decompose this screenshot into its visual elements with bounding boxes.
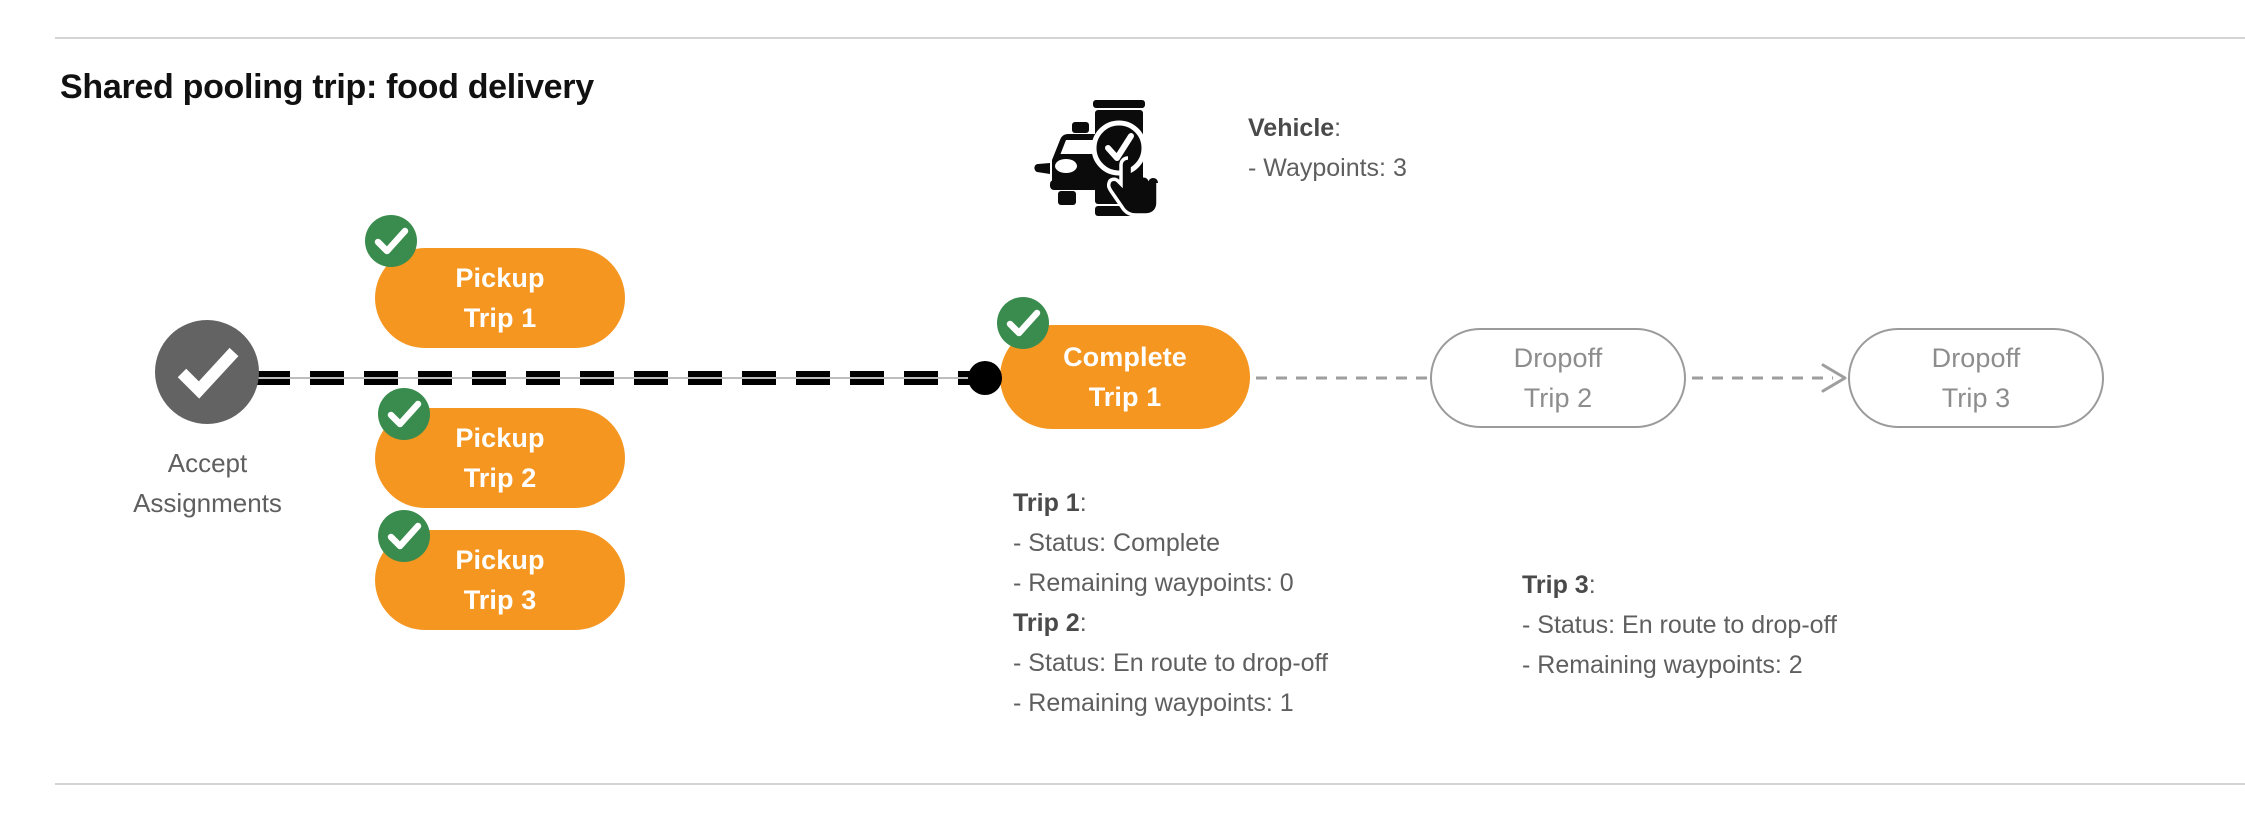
- check-glyph: [1006, 309, 1041, 337]
- node-label-line2: Trip 1: [1088, 382, 1162, 412]
- vehicle-info-line: - Waypoints: 3: [1248, 154, 1407, 182]
- trip2-heading-text: Trip 2: [1013, 609, 1080, 637]
- trip3-waypoints-line: - Remaining waypoints: 2: [1522, 651, 1803, 679]
- check-glyph: [374, 227, 409, 255]
- check-badge-icon-pickup-3: [378, 510, 430, 562]
- vehicle-heading-suffix: :: [1334, 114, 1342, 142]
- page-title: Shared pooling trip: food delivery: [60, 68, 594, 106]
- node-label-line1: Pickup: [455, 263, 545, 293]
- accept-label-line2: Assignments: [133, 488, 282, 518]
- trip3-heading-text: Trip 3: [1522, 571, 1589, 599]
- check-badge-icon-pickup-2: [378, 388, 430, 440]
- node-label-line2: Trip 2: [1523, 383, 1593, 413]
- check-glyph: [387, 400, 422, 428]
- check-glyph: [387, 522, 422, 550]
- trip-info-left-column: Trip 1: - Status: Complete - Remaining w…: [1013, 483, 1328, 723]
- node-pickup-trip-1[interactable]: Pickup Trip 1: [375, 248, 625, 348]
- check-badge-icon-complete-trip-1: [997, 297, 1049, 349]
- trip3-heading-suffix: :: [1588, 571, 1596, 599]
- bottom-divider: [55, 783, 2245, 785]
- trip2-waypoints-line: - Remaining waypoints: 1: [1013, 689, 1294, 717]
- node-label-line2: Trip 2: [463, 463, 537, 493]
- accept-assignments-label: Accept Assignments: [105, 443, 310, 523]
- node-complete-trip-1[interactable]: Complete Trip 1: [1000, 325, 1250, 429]
- node-label-line1: Complete: [1063, 342, 1187, 372]
- node-label-line1: Dropoff: [1513, 343, 1603, 373]
- vehicle-info-block: Vehicle: - Waypoints: 3: [1248, 108, 1407, 188]
- node-label-line1: Dropoff: [1931, 343, 2021, 373]
- trip1-heading-text: Trip 1: [1013, 489, 1080, 517]
- arrowhead-icon: [1821, 363, 1847, 393]
- node-label-line2: Trip 3: [463, 585, 537, 615]
- node-label-line2: Trip 3: [1941, 383, 2011, 413]
- accept-assignments-node[interactable]: [155, 320, 259, 424]
- trip1-waypoints-line: - Remaining waypoints: 0: [1013, 569, 1294, 597]
- trip2-heading: Trip 2:: [1013, 603, 1328, 643]
- trip1-heading: Trip 1:: [1013, 483, 1328, 523]
- top-divider: [55, 37, 2245, 39]
- check-circle-icon: [155, 320, 259, 424]
- trip3-heading: Trip 3:: [1522, 565, 1837, 605]
- node-label-line2: Trip 1: [463, 303, 537, 333]
- trip1-status-line: - Status: Complete: [1013, 529, 1221, 557]
- check-badge-icon-pickup-1: [365, 215, 417, 267]
- node-label-line1: Pickup: [455, 545, 545, 575]
- node-dropoff-trip-2[interactable]: Dropoff Trip 2: [1430, 328, 1686, 428]
- node-pickup-trip-3[interactable]: Pickup Trip 3: [375, 530, 625, 630]
- accept-label-line1: Accept: [167, 448, 248, 478]
- accept-check-glyph: [177, 347, 239, 399]
- trip2-status-line: - Status: En route to drop-off: [1013, 649, 1328, 677]
- vehicle-heading-text: Vehicle: [1248, 114, 1335, 142]
- node-label-line1: Pickup: [455, 423, 545, 453]
- vehicle-info-heading: Vehicle:: [1248, 108, 1407, 148]
- trip1-heading-suffix: :: [1079, 489, 1087, 517]
- route-waypoint-dot: [968, 361, 1002, 395]
- trip2-heading-suffix: :: [1079, 609, 1087, 637]
- node-dropoff-trip-3[interactable]: Dropoff Trip 3: [1848, 328, 2104, 428]
- vehicle-phone-check-icon: [1034, 100, 1160, 217]
- trip-info-right-column: Trip 3: - Status: En route to drop-off -…: [1522, 565, 1837, 685]
- trip3-status-line: - Status: En route to drop-off: [1522, 611, 1837, 639]
